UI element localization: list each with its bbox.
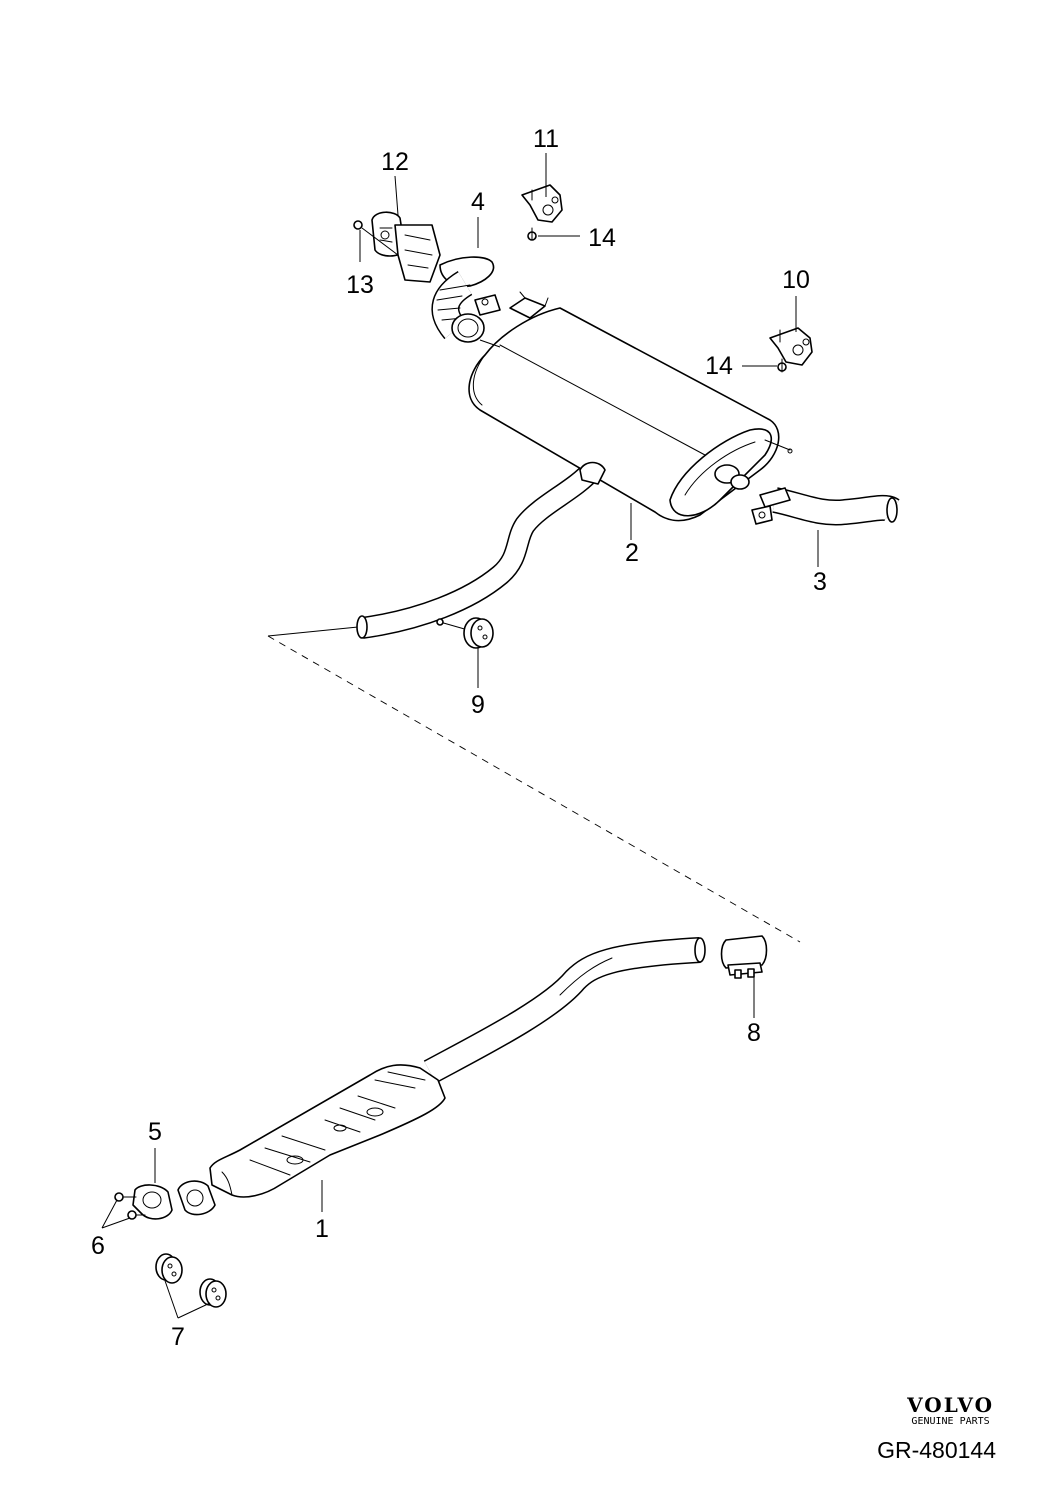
brand-logo: VOLVO	[907, 1393, 994, 1417]
callout-14-lower: 14	[705, 352, 733, 380]
part-11-hanger-bracket[interactable]	[521, 184, 563, 223]
part-14-bolt-lower[interactable]	[777, 358, 787, 373]
part-12-actuator[interactable]	[371, 211, 441, 283]
callout-1: 1	[315, 1215, 329, 1243]
part-1-front-pipe[interactable]	[177, 937, 706, 1216]
callout-12: 12	[381, 148, 409, 176]
callout-2: 2	[625, 539, 639, 567]
callout-8: 8	[747, 1019, 761, 1047]
part-5-gasket[interactable]	[132, 1184, 173, 1220]
callout-7: 7	[171, 1323, 185, 1351]
part-14-bolt-upper[interactable]	[527, 227, 537, 241]
callout-leaders	[101, 153, 819, 1319]
callout-6: 6	[91, 1232, 105, 1260]
part-2-rear-silencer[interactable]	[356, 291, 793, 639]
callout-10: 10	[782, 266, 810, 294]
callout-14-upper: 14	[588, 224, 616, 252]
connection-dashed-line	[267, 635, 801, 943]
callout-4: 4	[471, 188, 485, 216]
part-9-rubber-mount[interactable]	[436, 617, 494, 649]
diagram-reference-code: GR-480144	[877, 1437, 996, 1463]
part-3-tail-pipe[interactable]	[751, 487, 900, 526]
brand-tagline: GENUINE PARTS	[911, 1416, 990, 1427]
part-13-nut[interactable]	[353, 220, 399, 256]
part-10-hanger-bracket[interactable]	[769, 327, 813, 366]
callout-5: 5	[148, 1118, 162, 1146]
part-4-flex-pipe[interactable]	[431, 256, 501, 348]
callout-3: 3	[813, 568, 827, 596]
front-pipe-centerline	[267, 626, 359, 637]
callout-9: 9	[471, 691, 485, 719]
callout-11: 11	[533, 125, 559, 153]
callout-13: 13	[346, 271, 374, 299]
volvo-brand-mark: VOLVO GENUINE PARTS	[907, 1394, 994, 1428]
part-7-rubber-mounts[interactable]	[155, 1253, 227, 1308]
part-8-clamp[interactable]	[720, 935, 768, 979]
part-6-nuts[interactable]	[114, 1192, 146, 1220]
